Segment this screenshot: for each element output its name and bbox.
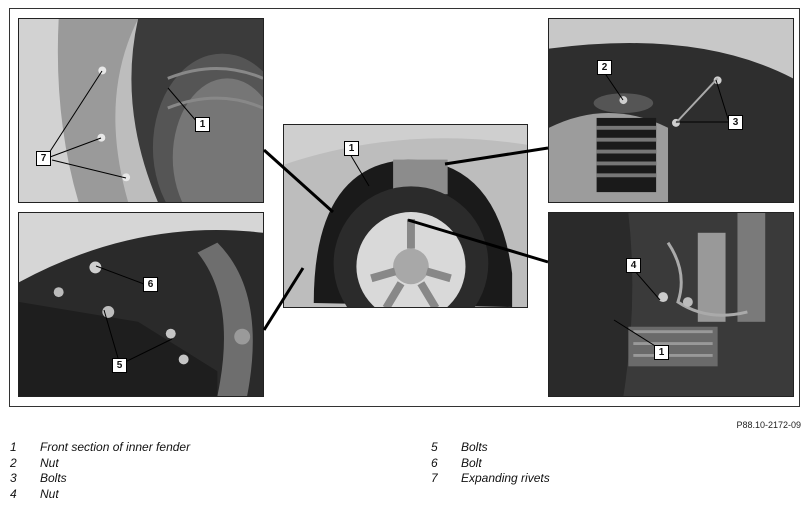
legend-text: Expanding rivets: [461, 471, 550, 485]
photo-engine-bay-detail: [548, 212, 794, 397]
legend-number: 5: [431, 440, 438, 454]
legend-left: 1 Front section of inner fender 2 Nut 3 …: [10, 440, 190, 502]
legend-text: Nut: [40, 486, 59, 501]
figure-code: P88.10-2172-09: [736, 420, 801, 430]
callout-1-topleft: 1: [195, 117, 210, 132]
legend-text: Front section of inner fender: [40, 440, 191, 454]
legend-item: 1 Front section of inner fender: [10, 440, 190, 456]
callout-7: 7: [36, 151, 51, 166]
legend-item: 5 Bolts: [431, 440, 550, 456]
legend-text: Bolts: [461, 440, 488, 454]
callout-4: 4: [626, 258, 641, 273]
legend-number: 6: [431, 455, 438, 470]
photo-liner-underside: [18, 212, 264, 397]
callout-1-bottomright: 1: [654, 345, 669, 360]
legend-item: 3 Bolts: [10, 471, 190, 487]
legend-number: 7: [431, 471, 438, 485]
legend-item: 4 Nut: [10, 487, 190, 503]
callout-6: 6: [143, 277, 158, 292]
legend-text: Nut: [40, 455, 59, 470]
legend-number: 3: [10, 471, 17, 485]
legend-item: 2 Nut: [10, 456, 190, 472]
legend-right: 5 Bolts 6 Bolt 7 Expanding rivets: [431, 440, 550, 487]
legend-text: Bolts: [40, 471, 67, 485]
legend-item: 7 Expanding rivets: [431, 471, 550, 487]
callout-5: 5: [112, 358, 127, 373]
callout-3: 3: [728, 115, 743, 130]
legend-number: 4: [10, 486, 17, 501]
legend-item: 6 Bolt: [431, 456, 550, 472]
photo-fender-liner-rivets: [18, 18, 264, 203]
photo-wheel-arch-overview: [283, 124, 528, 308]
legend-number: 2: [10, 455, 17, 470]
photo-strut-mount: [548, 18, 794, 203]
callout-1-center: 1: [344, 141, 359, 156]
callout-2: 2: [597, 60, 612, 75]
legend-text: Bolt: [461, 455, 482, 470]
legend-number: 1: [10, 440, 17, 454]
